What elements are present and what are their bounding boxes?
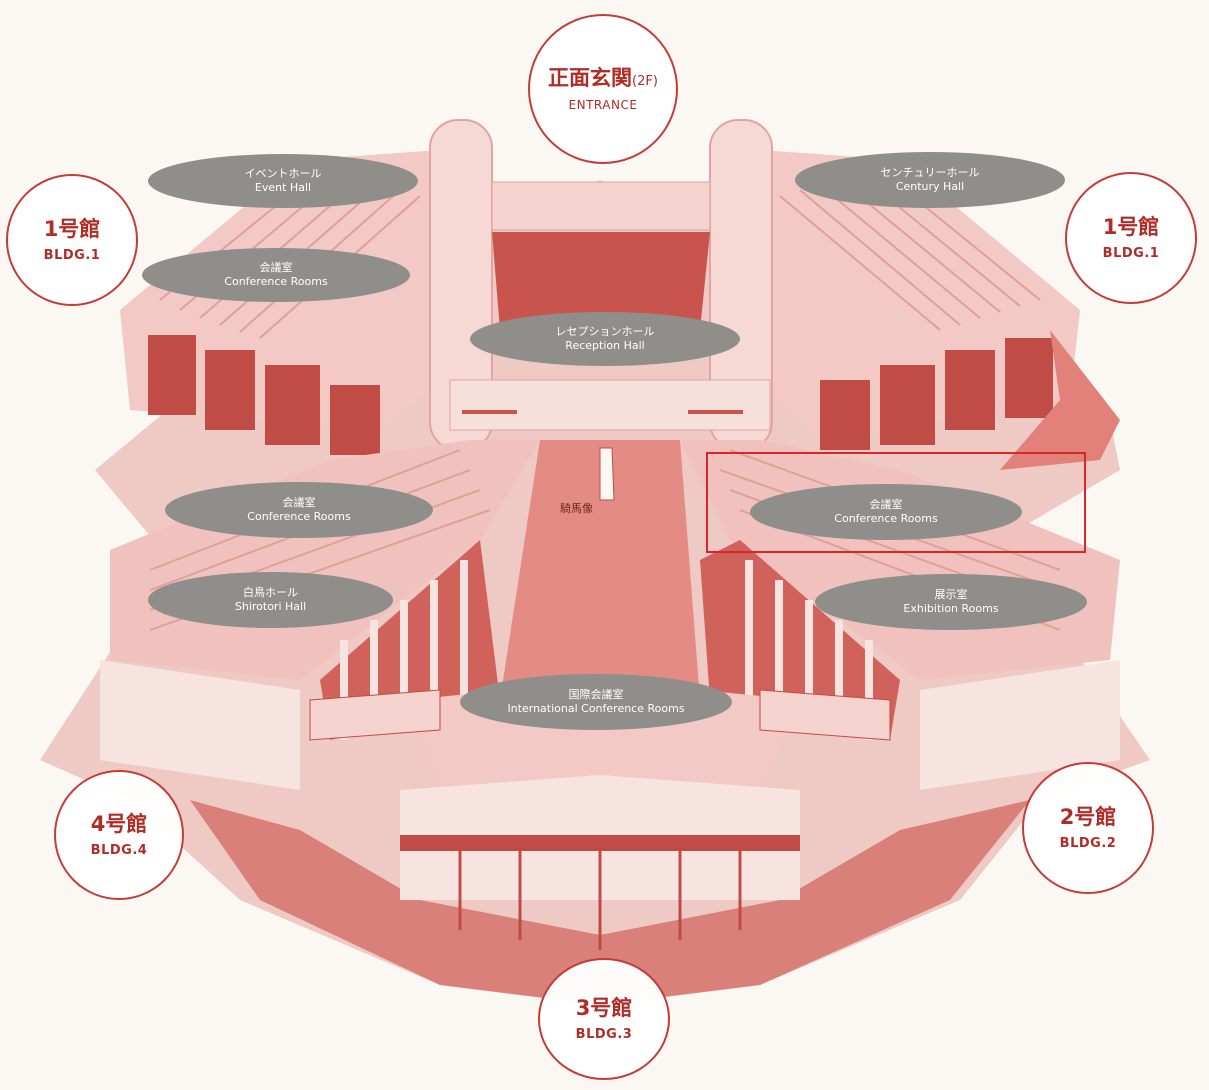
entrance-label-en: ENTRANCE xyxy=(568,97,638,112)
bldg1-left-label-en: BLDG.1 xyxy=(43,248,101,264)
equestrian-statue-label: 騎馬像 xyxy=(560,502,593,515)
bldg1-right-label-en: BLDG.1 xyxy=(1102,246,1160,262)
wing-bldg4-inner xyxy=(320,540,500,740)
gate-lintel xyxy=(491,181,711,231)
wing-bldg2-face xyxy=(920,660,1120,790)
bldg2-label-en: BLDG.2 xyxy=(1059,836,1117,852)
exhibition-rooms-label[interactable]: 展示室 Exhibition Rooms xyxy=(815,574,1087,630)
bldg3-marker[interactable]: 3号館 BLDG.3 xyxy=(538,958,670,1080)
bldg4-marker[interactable]: 4号館 BLDG.4 xyxy=(54,770,184,900)
wing-bldg1-right-windows xyxy=(820,338,1053,450)
statue-mark xyxy=(599,447,615,501)
walkway-left xyxy=(309,689,441,741)
international-conference-rooms-label[interactable]: 国際会議室 International Conference Rooms xyxy=(460,674,732,730)
bldg4-label-en: BLDG.4 xyxy=(90,843,148,859)
bldg3-band xyxy=(400,835,800,851)
ground-front-shadow xyxy=(190,800,1030,1005)
wing-bldg2-columns xyxy=(745,560,873,740)
bldg1-left-marker[interactable]: 1号館 BLDG.1 xyxy=(6,174,138,306)
gate-interior xyxy=(492,232,710,330)
wing-bldg4-face xyxy=(100,660,300,790)
event-hall-label[interactable]: イベントホール Event Hall xyxy=(148,154,418,208)
reception-hall-label[interactable]: レセプションホール Reception Hall xyxy=(470,312,740,366)
bldg3-columns xyxy=(458,850,742,950)
bldg1-right-label-ja: 1号館 xyxy=(1102,214,1160,239)
bldg1-right-marker[interactable]: 1号館 BLDG.1 xyxy=(1065,172,1197,304)
gate-bridge xyxy=(449,379,771,431)
bldg3-label-ja: 3号館 xyxy=(575,995,633,1020)
wing-bldg1-right-shadow xyxy=(1000,330,1120,470)
entrance-marker[interactable]: 正面玄関(2F) ENTRANCE xyxy=(528,14,678,164)
conference-rooms-bldg4-label[interactable]: 会議室 Conference Rooms xyxy=(165,482,433,538)
central-court xyxy=(500,440,700,700)
selection-highlight-box xyxy=(706,452,1086,553)
bldg3-label-en: BLDG.3 xyxy=(575,1027,633,1043)
conference-rooms-bldg2-label[interactable]: 会議室 Conference Rooms xyxy=(750,484,1022,540)
entrance-label-ja: 正面玄関(2F) xyxy=(548,66,658,91)
bldg2-label-ja: 2号館 xyxy=(1059,804,1117,829)
walkway-right xyxy=(759,689,891,741)
gate-bridge-vents xyxy=(462,410,743,414)
shirotori-hall-label[interactable]: 白鳥ホール Shirotori Hall xyxy=(148,572,393,628)
century-hall-label[interactable]: センチュリーホール Century Hall xyxy=(795,152,1065,208)
bldg2-marker[interactable]: 2号館 BLDG.2 xyxy=(1022,762,1154,894)
wing-bldg1-left-windows xyxy=(148,335,380,455)
conference-rooms-bldg1-label[interactable]: 会議室 Conference Rooms xyxy=(142,248,410,302)
bldg4-label-ja: 4号館 xyxy=(90,811,148,836)
bldg1-left-label-ja: 1号館 xyxy=(43,216,101,241)
wing-bldg4-columns xyxy=(340,560,468,740)
